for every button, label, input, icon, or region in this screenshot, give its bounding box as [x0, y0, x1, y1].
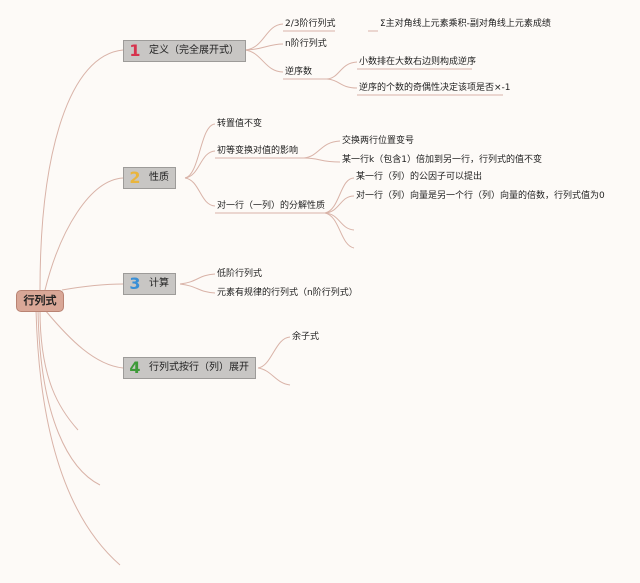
- leaf-diagonal-rule[interactable]: Σ主对角线上元素乘积-副对角线上元素成绩: [380, 19, 551, 29]
- branch-label: 定义（完全展开式）: [149, 45, 239, 56]
- branch-expansion[interactable]: 4 行列式按行（列）展开: [123, 357, 256, 379]
- branch-number-3: 3: [129, 274, 141, 293]
- leaf-transpose[interactable]: 转置值不变: [217, 119, 263, 129]
- branch-label: 计算: [149, 278, 169, 289]
- leaf-swap-rows[interactable]: 交换两行位置变号: [342, 136, 415, 146]
- branch-definition[interactable]: 1 定义（完全展开式）: [123, 40, 246, 62]
- leaf-decomposition[interactable]: 对一行（一列）的分解性质: [217, 201, 326, 211]
- leaf-inversion-definition[interactable]: 小数排在大数右边则构成逆序: [359, 57, 477, 67]
- leaf-minor[interactable]: 余子式: [292, 332, 320, 342]
- leaf-low-order[interactable]: 低阶行列式: [217, 269, 263, 279]
- branch-label: 性质: [149, 172, 169, 183]
- leaf-elementary-operations[interactable]: 初等变换对值的影响: [217, 146, 299, 156]
- leaf-inversion-number[interactable]: 逆序数: [285, 67, 313, 77]
- leaf-proportional-rows[interactable]: 对一行（列）向量是另一个行（列）向量的倍数，行列式值为0: [356, 191, 605, 201]
- branch-properties[interactable]: 2 性质: [123, 167, 176, 189]
- leaf-regular-elements[interactable]: 元素有规律的行列式（n阶行列式）: [217, 288, 358, 298]
- branch-computation[interactable]: 3 计算: [123, 273, 176, 295]
- branch-number-4: 4: [129, 358, 141, 377]
- branch-label: 行列式按行（列）展开: [149, 362, 249, 373]
- branch-number-2: 2: [129, 168, 141, 187]
- leaf-common-factor[interactable]: 某一行（列）的公因子可以提出: [356, 172, 483, 182]
- leaf-n-order-determinant[interactable]: n阶行列式: [285, 39, 327, 49]
- branch-number-1: 1: [129, 41, 141, 60]
- leaf-inversion-parity[interactable]: 逆序的个数的奇偶性决定该项是否×-1: [359, 83, 511, 93]
- leaf-2-3-order-determinant[interactable]: 2/3阶行列式: [285, 19, 336, 29]
- leaf-row-addition[interactable]: 某一行k（包含1）倍加到另一行，行列式的值不变: [342, 155, 542, 165]
- root-node[interactable]: 行列式: [16, 290, 64, 312]
